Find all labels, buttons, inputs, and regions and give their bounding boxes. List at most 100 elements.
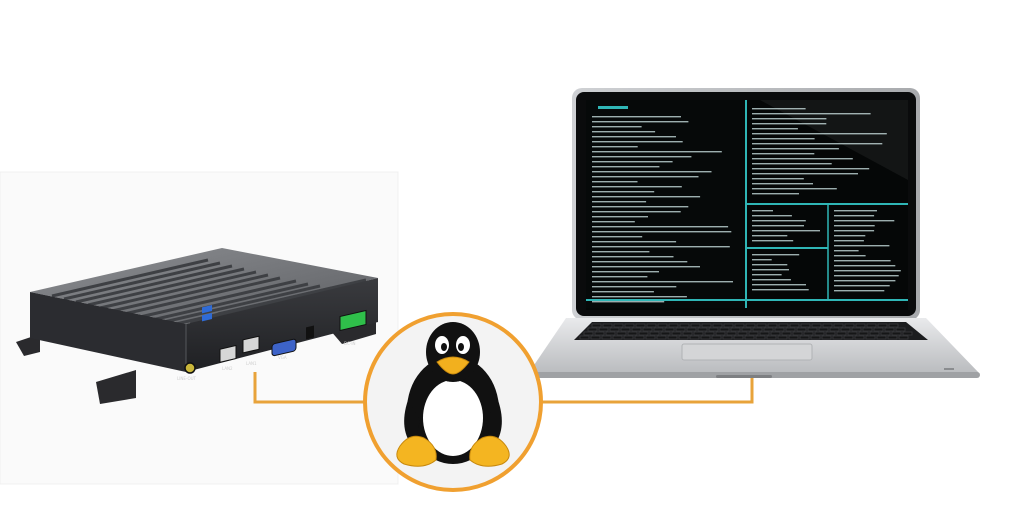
terminal-line [592, 151, 722, 153]
usb-port-icon [202, 313, 212, 322]
keyboard-key [734, 323, 745, 328]
keyboard-key [759, 331, 770, 336]
terminal-line [752, 193, 799, 195]
terminal-line [834, 255, 866, 257]
keyboard-key [675, 327, 686, 332]
terminal-line [752, 259, 772, 261]
keyboard-key [730, 327, 741, 332]
terminal-line [752, 230, 820, 232]
terminal-line [592, 251, 650, 253]
keyboard-key [847, 331, 858, 336]
keyboard-key [814, 331, 825, 336]
keyboard-key [800, 323, 811, 328]
terminal-line [592, 121, 689, 123]
terminal-line [834, 210, 877, 212]
terminal-line [592, 161, 673, 163]
terminal-line [592, 136, 676, 138]
terminal-line [834, 235, 866, 237]
keyboard-key [737, 331, 748, 336]
keyboard-key [866, 323, 877, 328]
linux-badge [363, 312, 543, 492]
terminal-line [752, 279, 791, 281]
keyboard-key [638, 331, 649, 336]
terminal-line [592, 191, 655, 193]
keyboard-key [844, 323, 855, 328]
terminal-line [592, 261, 688, 263]
keyboard-key [602, 323, 613, 328]
keyboard-key [748, 331, 759, 336]
keyboard-key [623, 335, 634, 340]
keyboard-key [741, 327, 752, 332]
keyboard-key [708, 327, 719, 332]
terminal-line [592, 271, 659, 273]
keyboard-key [876, 335, 887, 340]
keyboard-key [781, 331, 792, 336]
keyboard-key [587, 327, 598, 332]
terminal-line [752, 118, 827, 120]
terminal-line [752, 168, 870, 170]
keyboard-key [887, 335, 898, 340]
keyboard-key [756, 323, 767, 328]
keyboard-key [631, 327, 642, 332]
terminal-text [592, 108, 901, 303]
connector-right [538, 372, 754, 404]
terminal-line [592, 221, 635, 223]
terminal-line [834, 240, 864, 242]
keyboard-key [649, 331, 660, 336]
terminal-line [752, 153, 815, 155]
keyboard-key [796, 327, 807, 332]
terminal-line [592, 206, 689, 208]
terminal-line [834, 275, 899, 277]
port-label-dc-in: DC-IN [344, 341, 356, 346]
keyboard-key [803, 331, 814, 336]
keyboard-key [778, 323, 789, 328]
keyboard-key [594, 331, 605, 336]
front-notch [716, 375, 772, 378]
keyboard-key [701, 323, 712, 328]
keyboard-key [700, 335, 711, 340]
terminal-line [592, 196, 701, 198]
terminal-line [752, 284, 806, 286]
audio-jack-icon [184, 362, 196, 374]
keyboard-key [745, 323, 756, 328]
terminal-line [834, 215, 875, 217]
keyboard-key [712, 323, 723, 328]
keyboard-key [851, 327, 862, 332]
mini-pc: LAN2 LAN1 VGA DC-IN LINE-OUT [16, 248, 378, 404]
keyboard-key [583, 331, 594, 336]
terminal-line [752, 254, 800, 256]
keyboard-key [697, 327, 708, 332]
keyboard-key [624, 323, 635, 328]
keyboard-key [722, 335, 733, 340]
keyboard-key [657, 323, 668, 328]
keyboard-key [865, 335, 876, 340]
keyboard-key [774, 327, 785, 332]
keyboard-key [807, 327, 818, 332]
terminal-line [834, 265, 896, 267]
terminal-line [834, 225, 875, 227]
terminal-line [592, 241, 677, 243]
keyboard-key [744, 335, 755, 340]
keyboard-key [832, 335, 843, 340]
keyboard-key [671, 331, 682, 336]
mount-bracket [16, 334, 40, 356]
keyboard-key [825, 331, 836, 336]
terminal-line [592, 141, 683, 143]
trackpad [681, 343, 813, 361]
terminal-line [834, 250, 859, 252]
keyboard-key [656, 335, 667, 340]
terminal-line [592, 146, 638, 148]
ethernet-port-icon [242, 335, 260, 354]
terminal-line [834, 260, 891, 262]
connector-lines [253, 372, 754, 404]
keyboard-key [682, 331, 693, 336]
terminal-line [752, 113, 871, 115]
terminal-line [752, 178, 804, 180]
keyboard-key [767, 323, 778, 328]
terminal-line [752, 148, 839, 150]
terminal-line [592, 231, 732, 233]
port-label-line-out: LINE-OUT [177, 376, 197, 381]
terminal-line [592, 181, 638, 183]
terminal-line [592, 296, 687, 298]
